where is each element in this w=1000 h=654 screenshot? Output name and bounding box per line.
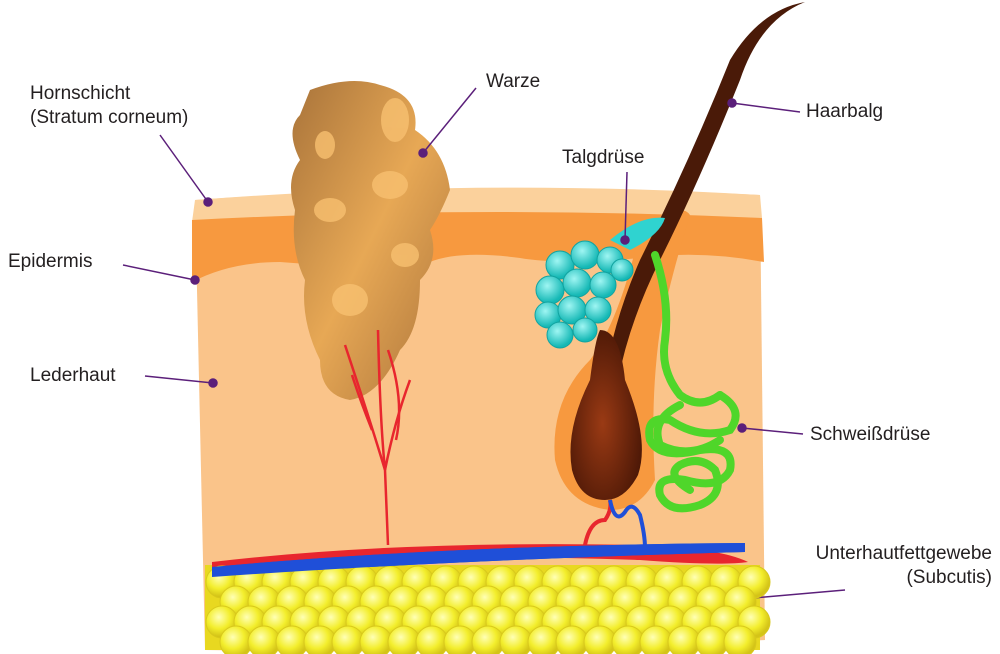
fat-cell — [695, 625, 729, 654]
fat-cell — [443, 625, 477, 654]
label-subcutis-text: (Subcutis) — [906, 567, 992, 588]
label-unterhautfettgewebe-text: Unterhautfettgewebe — [815, 543, 992, 564]
fat-cell — [303, 625, 337, 654]
label-unterhautfettgewebe: Unterhautfettgewebe (Subcutis) — [816, 542, 992, 590]
fat-cell — [611, 625, 645, 654]
fat-cell — [555, 625, 589, 654]
fat-cell — [639, 625, 673, 654]
label-epidermis: Epidermis — [8, 251, 93, 272]
fat-cell — [583, 625, 617, 654]
hair-vessel-blue — [608, 499, 647, 549]
label-hornschicht: Hornschicht (Stratum corneum) — [30, 82, 188, 130]
wart-highlights — [314, 98, 419, 316]
label-schweissdruese: Schweißdrüse — [810, 424, 931, 445]
label-haarbalg: Haarbalg — [806, 101, 884, 122]
fat-cell — [527, 625, 561, 654]
label-hornschicht-text: Hornschicht — [30, 83, 131, 104]
leader-lines — [122, 87, 846, 605]
fat-cell — [723, 625, 757, 654]
label-warze: Warze — [486, 71, 541, 92]
wart — [291, 81, 450, 400]
fat-cell — [471, 625, 505, 654]
fat-cell — [387, 625, 421, 654]
vein-overlay — [212, 543, 745, 577]
fat-cell — [247, 625, 281, 654]
fat-cell — [275, 625, 309, 654]
label-stratum-corneum-text: (Stratum corneum) — [30, 107, 189, 128]
label-lederhaut: Lederhaut — [30, 365, 116, 386]
fat-cell — [499, 625, 533, 654]
fat-cell — [667, 625, 701, 654]
fat-cell — [331, 625, 365, 654]
label-talgdruese: Talgdrüse — [562, 147, 645, 168]
capillaries — [343, 329, 412, 546]
sweat-gland — [645, 251, 740, 513]
fat-cell — [219, 625, 253, 654]
fat-cell — [415, 625, 449, 654]
fat-cell — [359, 625, 393, 654]
hair-bulb — [570, 330, 642, 500]
